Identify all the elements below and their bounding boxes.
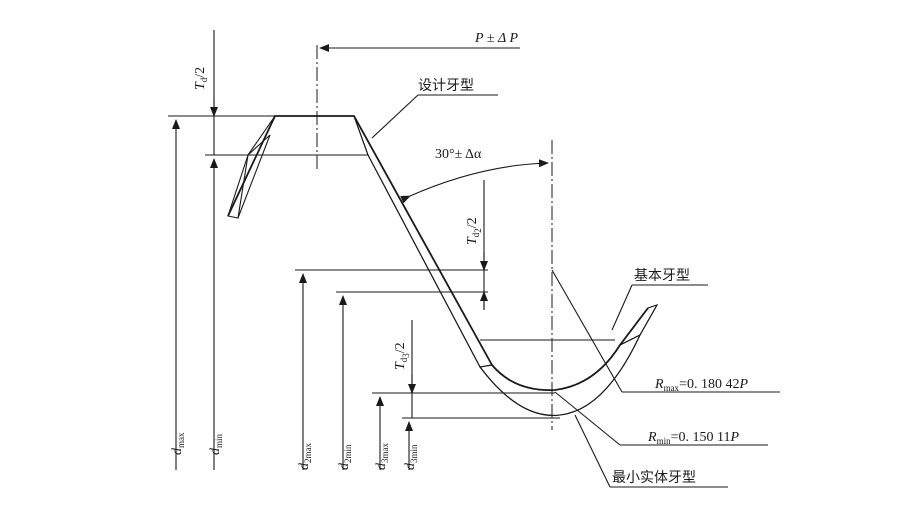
design-profile-leader: 设计牙型 — [371, 78, 498, 139]
min-material-profile-outline — [237, 154, 658, 416]
rmin-leader: Rmin=0. 150 11P — [554, 391, 768, 446]
td-label: Td/2 — [193, 67, 209, 90]
reference-lines — [168, 115, 615, 419]
d3min-label: d3min — [403, 444, 419, 470]
d2min-label: d2min — [337, 444, 353, 470]
svg-text:P ± Δ P: P ± Δ P — [474, 31, 518, 46]
pitch-dimension: P ± Δ P — [319, 31, 520, 52]
diameter-dimensions — [172, 119, 413, 470]
flank-angle-arc: 30°± Δα — [400, 147, 549, 204]
d2max-label: d2max — [297, 443, 313, 470]
svg-text:基本牙型: 基本牙型 — [634, 267, 690, 284]
svg-text:最小实体牙型: 最小实体牙型 — [612, 470, 696, 486]
min-material-leader: 最小实体牙型 — [574, 414, 728, 488]
td2-label: Td2/2 — [465, 217, 483, 245]
basic-profile-leader: 基本牙型 — [611, 267, 708, 331]
svg-text:Rmax=0. 180 42P: Rmax=0. 180 42P — [654, 377, 748, 393]
dmin-label: dmin — [208, 433, 224, 455]
design-profile-outline — [227, 115, 649, 391]
svg-text:30°± Δα: 30°± Δα — [435, 147, 482, 162]
dmax-label: dmax — [170, 432, 186, 455]
rmax-leader: Rmax=0. 180 42P — [551, 269, 780, 393]
svg-text:Rmin=0. 150 11P: Rmin=0. 150 11P — [647, 430, 739, 446]
d3max-label: d3max — [374, 443, 390, 470]
svg-text:设计牙型: 设计牙型 — [418, 78, 474, 94]
td3-label: Td3/2 — [393, 342, 411, 370]
